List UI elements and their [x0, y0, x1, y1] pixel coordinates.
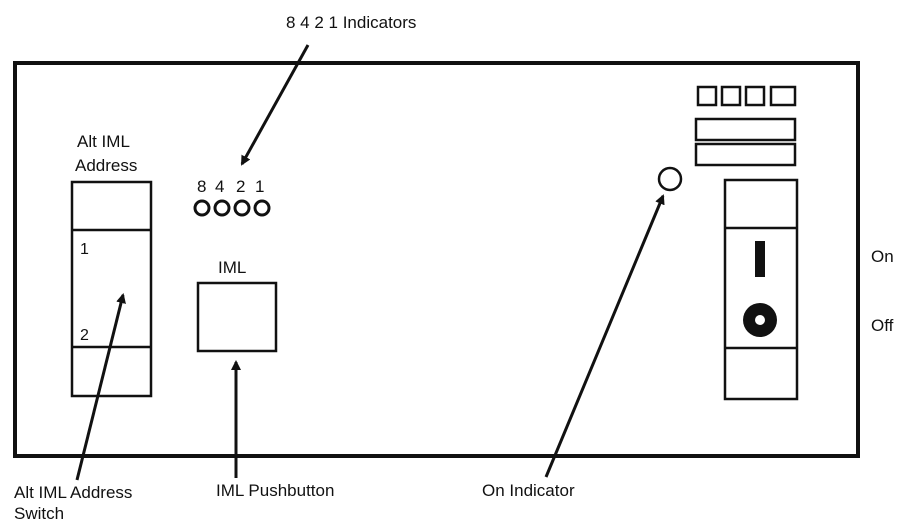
callout-on-indicator: On Indicator	[482, 481, 575, 500]
on-indicator-light	[657, 166, 683, 192]
power-switch[interactable]	[723, 178, 799, 401]
indicator-lights	[193, 199, 271, 217]
callout-switch-line1: Alt IML Address	[14, 483, 132, 502]
arrow-to-on-indicator	[544, 194, 665, 478]
switch-position-2: 2	[80, 327, 89, 344]
indicator-light-4	[213, 199, 231, 217]
switch-position-1: 1	[80, 241, 89, 258]
callout-iml-pushbutton: IML Pushbutton	[216, 481, 334, 500]
alt-iml-address-switch[interactable]	[70, 180, 153, 398]
status-display-bar-lower	[694, 142, 797, 167]
status-display-squares	[696, 85, 797, 107]
indicator-light-8	[193, 199, 211, 217]
iml-pushbutton[interactable]	[196, 281, 278, 353]
iml-title: IML	[218, 258, 246, 277]
alt-iml-title-line1: Alt IML	[77, 132, 130, 151]
indicators-callout-label: 8 4 2 1 Indicators	[286, 13, 416, 32]
indicator-number-4: 4	[215, 177, 224, 196]
indicator-light-2	[233, 199, 251, 217]
power-on-symbol	[755, 241, 765, 277]
on-label: On	[871, 247, 894, 266]
indicator-number-2: 2	[236, 177, 245, 196]
alt-iml-title-line2: Address	[75, 156, 137, 175]
arrow-to-indicators	[240, 44, 310, 166]
control-panel-outline	[13, 61, 860, 458]
off-label: Off	[871, 316, 894, 335]
arrow-to-alt-iml-switch	[75, 293, 126, 481]
indicator-number-1: 1	[255, 177, 264, 196]
indicator-light-1	[253, 199, 271, 217]
status-display-bar-upper	[694, 117, 797, 142]
callout-switch-line2: Switch	[14, 504, 64, 522]
indicator-number-8: 8	[197, 177, 206, 196]
